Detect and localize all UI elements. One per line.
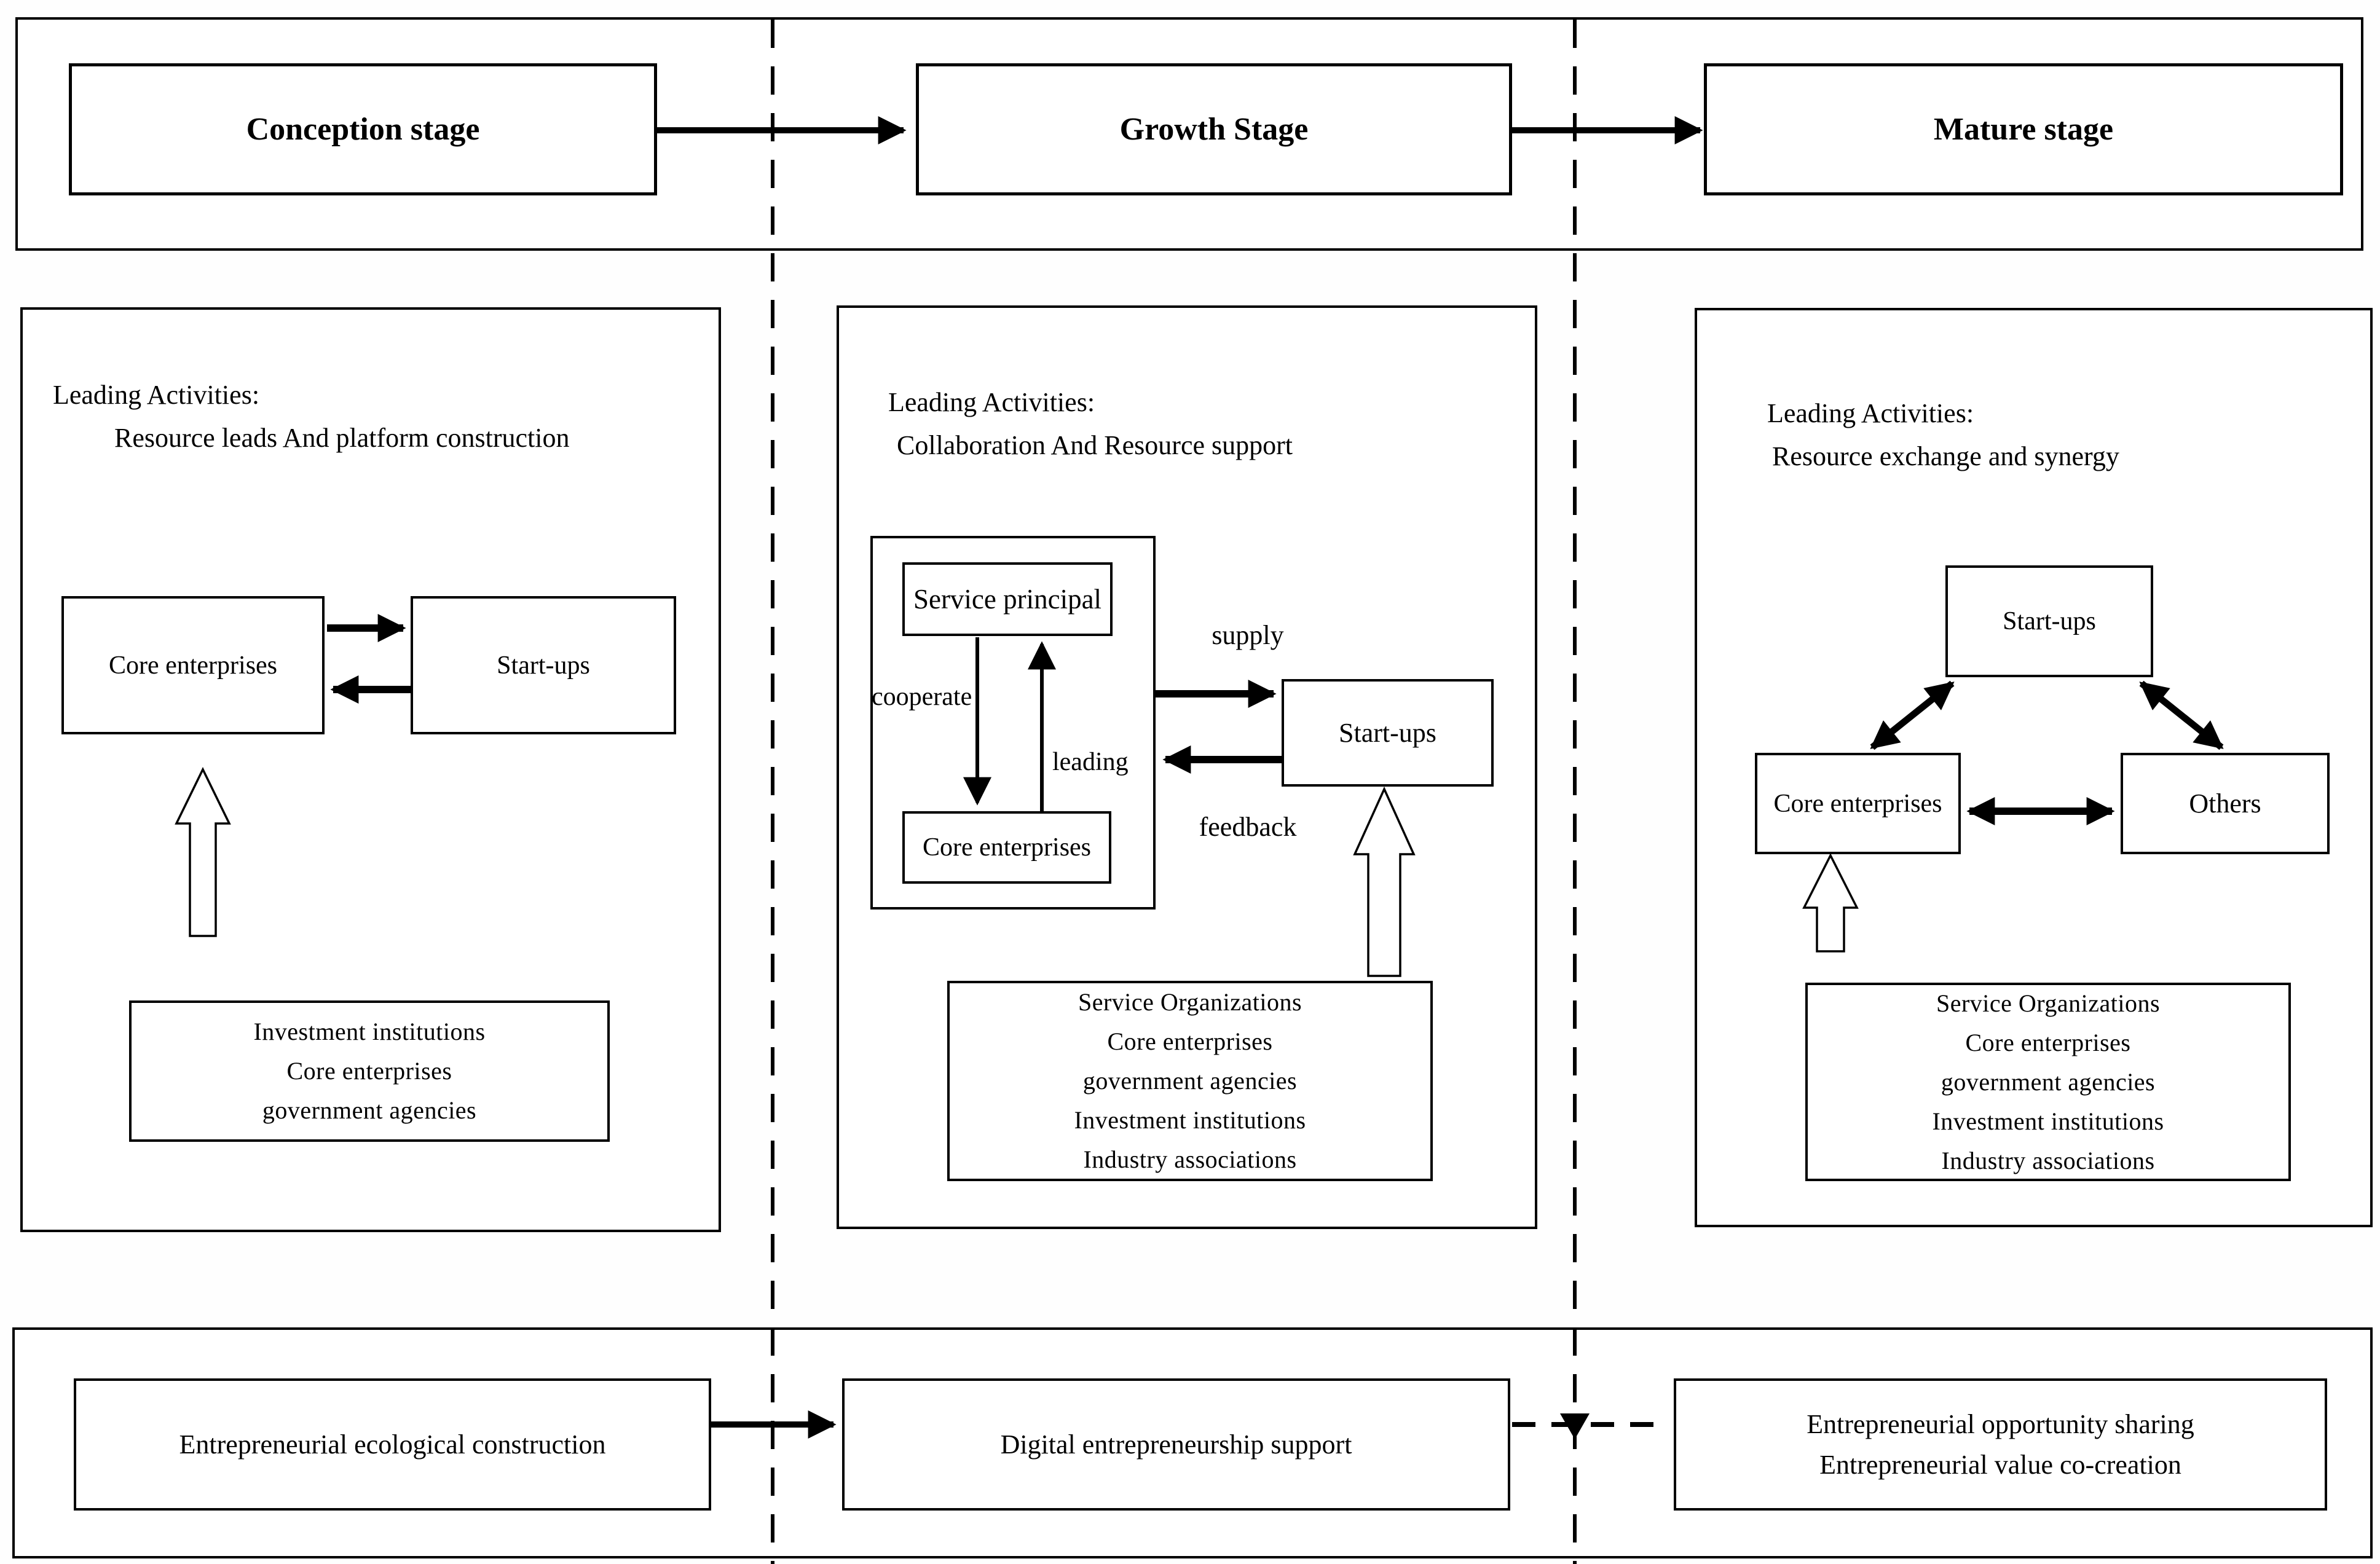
middle-leading-line2: Collaboration And Resource support [897, 430, 1293, 461]
left-startups-label: Start-ups [497, 651, 590, 680]
middle-core-enterprises-label: Core enterprises [922, 833, 1092, 862]
right-support-line: government agencies [1941, 1067, 2156, 1096]
mature-stage-label: Mature stage [1933, 112, 2114, 147]
right-leading-line2: Resource exchange and synergy [1772, 441, 2119, 472]
right-startups-box: Start-ups [1945, 565, 2153, 677]
right-support-line: Core enterprises [1965, 1028, 2131, 1056]
middle-support-line: Service Organizations [1078, 988, 1302, 1016]
mature-stage-box: Mature stage [1704, 63, 2343, 195]
middle-core-enterprises-box: Core enterprises [902, 811, 1111, 884]
left-leading-line2: Resource leads And platform construction [114, 423, 570, 454]
middle-leading-activities: Leading Activities: Collaboration And Re… [888, 381, 1293, 468]
left-core-enterprises-label: Core enterprises [108, 651, 278, 680]
left-support-box: Investment institutions Core enterprises… [129, 1000, 610, 1142]
right-core-enterprises-label: Core enterprises [1773, 789, 1942, 818]
left-support-line: Investment institutions [253, 1018, 486, 1045]
right-support-line: Service Organizations [1936, 989, 2161, 1017]
right-support-line: Industry associations [1941, 1146, 2155, 1174]
middle-support-line: Industry associations [1083, 1145, 1297, 1173]
right-support-line: Investment institutions [1932, 1107, 2164, 1135]
conception-stage-box: Conception stage [69, 63, 657, 195]
bottom-opportunity-line2: Entrepreneurial value co-creation [1819, 1449, 2181, 1480]
conception-stage-label: Conception stage [246, 112, 480, 147]
right-startups-label: Start-ups [2003, 607, 2096, 635]
right-others-box: Others [2121, 753, 2330, 854]
right-core-enterprises-box: Core enterprises [1755, 753, 1961, 854]
bottom-digital-support-box: Digital entrepreneurship support [842, 1378, 1510, 1511]
left-support-line: Core enterprises [286, 1057, 452, 1085]
right-support-box: Service Organizations Core enterprises g… [1805, 983, 2291, 1181]
supply-arrow-label: supply [1212, 620, 1284, 650]
middle-service-principal-box: Service principal [902, 562, 1113, 636]
right-leading-activities: Leading Activities: Resource exchange an… [1767, 392, 2119, 479]
bottom-ecological-box: Entrepreneurial ecological construction [74, 1378, 711, 1511]
middle-support-line: government agencies [1082, 1067, 1298, 1094]
middle-support-line: Core enterprises [1107, 1028, 1273, 1055]
middle-startups-box: Start-ups [1282, 679, 1494, 787]
left-core-enterprises-box: Core enterprises [61, 596, 325, 734]
bottom-opportunity-line1: Entrepreneurial opportunity sharing [1807, 1409, 2194, 1439]
bottom-opportunity-box: Entrepreneurial opportunity sharing Entr… [1674, 1378, 2327, 1511]
leading-arrow-label: leading [1052, 748, 1129, 776]
bottom-digital-support-label: Digital entrepreneurship support [1000, 1429, 1352, 1460]
left-startups-box: Start-ups [411, 596, 676, 734]
left-leading-activities: Leading Activities: Resource leads And p… [53, 374, 569, 460]
middle-service-principal-label: Service principal [913, 584, 1102, 615]
left-leading-line1: Leading Activities: [53, 380, 260, 410]
growth-stage-label: Growth Stage [1119, 112, 1309, 147]
right-others-label: Others [2189, 788, 2261, 819]
left-support-line: government agencies [262, 1096, 477, 1124]
middle-startups-label: Start-ups [1339, 718, 1436, 748]
feedback-arrow-label: feedback [1199, 812, 1297, 842]
right-leading-line1: Leading Activities: [1767, 398, 1974, 428]
middle-support-line: Investment institutions [1074, 1106, 1306, 1134]
cooperate-arrow-label: cooperate [872, 683, 972, 711]
middle-leading-line1: Leading Activities: [888, 387, 1095, 417]
bottom-ecological-label: Entrepreneurial ecological construction [179, 1429, 606, 1460]
growth-stage-box: Growth Stage [916, 63, 1512, 195]
middle-support-box: Service Organizations Core enterprises g… [947, 981, 1433, 1181]
